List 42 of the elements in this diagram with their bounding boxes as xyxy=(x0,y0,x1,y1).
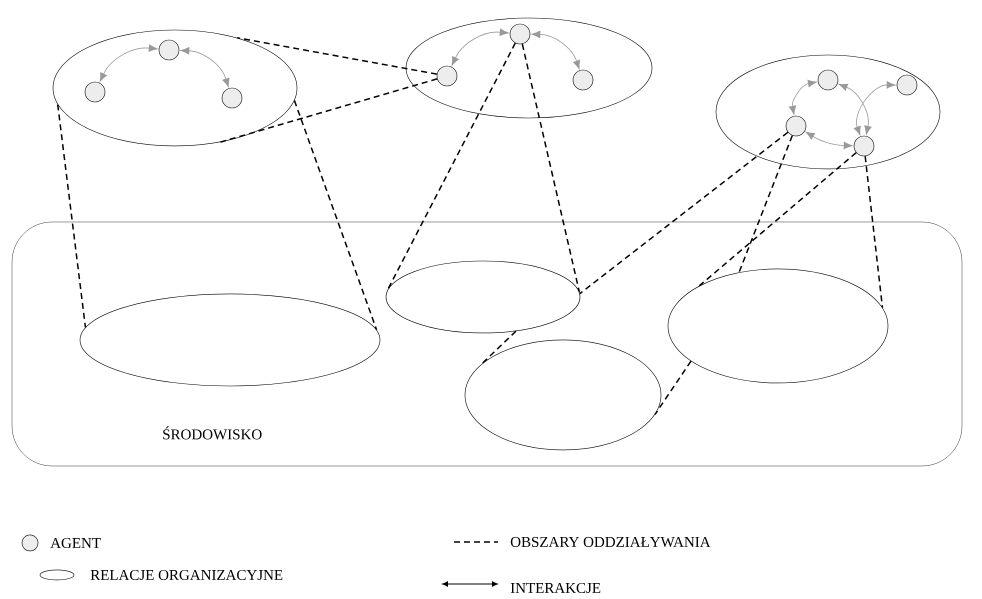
agent-circle xyxy=(436,66,458,86)
dashed-line xyxy=(698,152,857,286)
legend-item: RELACJE ORGANIZACYJNE xyxy=(40,570,282,580)
agent-circle xyxy=(510,24,530,44)
double-arrow xyxy=(788,80,817,115)
dashed-line xyxy=(738,135,793,273)
double-arrow xyxy=(838,84,872,135)
dashed-line xyxy=(481,330,516,364)
double-arrow xyxy=(100,44,158,82)
double-arrow xyxy=(531,30,580,70)
double-arrow xyxy=(806,132,853,150)
ellipse xyxy=(668,268,888,384)
agent-circle xyxy=(786,116,806,136)
ellipse xyxy=(716,54,940,170)
dashed-line xyxy=(294,100,378,330)
dashed-line xyxy=(220,78,438,143)
ellipse xyxy=(386,260,580,334)
ellipse xyxy=(464,340,662,450)
dashed-line xyxy=(236,37,438,75)
agent-circle xyxy=(158,40,180,60)
environment-box: ŚRODOWISKO xyxy=(12,222,962,466)
double-arrow xyxy=(180,47,230,88)
dashed-line xyxy=(864,156,884,308)
dashed-line xyxy=(56,104,86,328)
ellipse xyxy=(52,30,298,146)
agent-circle xyxy=(84,82,106,102)
dashed-line xyxy=(522,44,580,292)
legend-item: INTERAKCJE xyxy=(442,581,600,594)
agent-circle xyxy=(572,70,594,90)
agent-circle xyxy=(818,70,838,90)
agent-circle xyxy=(222,88,242,108)
double-arrow xyxy=(452,28,509,66)
dashed-line xyxy=(386,42,516,291)
legend-item: AGENT xyxy=(22,534,101,552)
ellipse xyxy=(406,18,652,118)
dashed-line xyxy=(654,360,692,415)
agent-circle xyxy=(896,74,918,96)
legend-item: OBSZARY ODDZIAŁYWANIA xyxy=(454,536,710,548)
agent-circle xyxy=(854,136,874,156)
double-arrow xyxy=(854,81,896,136)
dashed-line xyxy=(579,132,788,294)
ellipse xyxy=(80,294,380,386)
